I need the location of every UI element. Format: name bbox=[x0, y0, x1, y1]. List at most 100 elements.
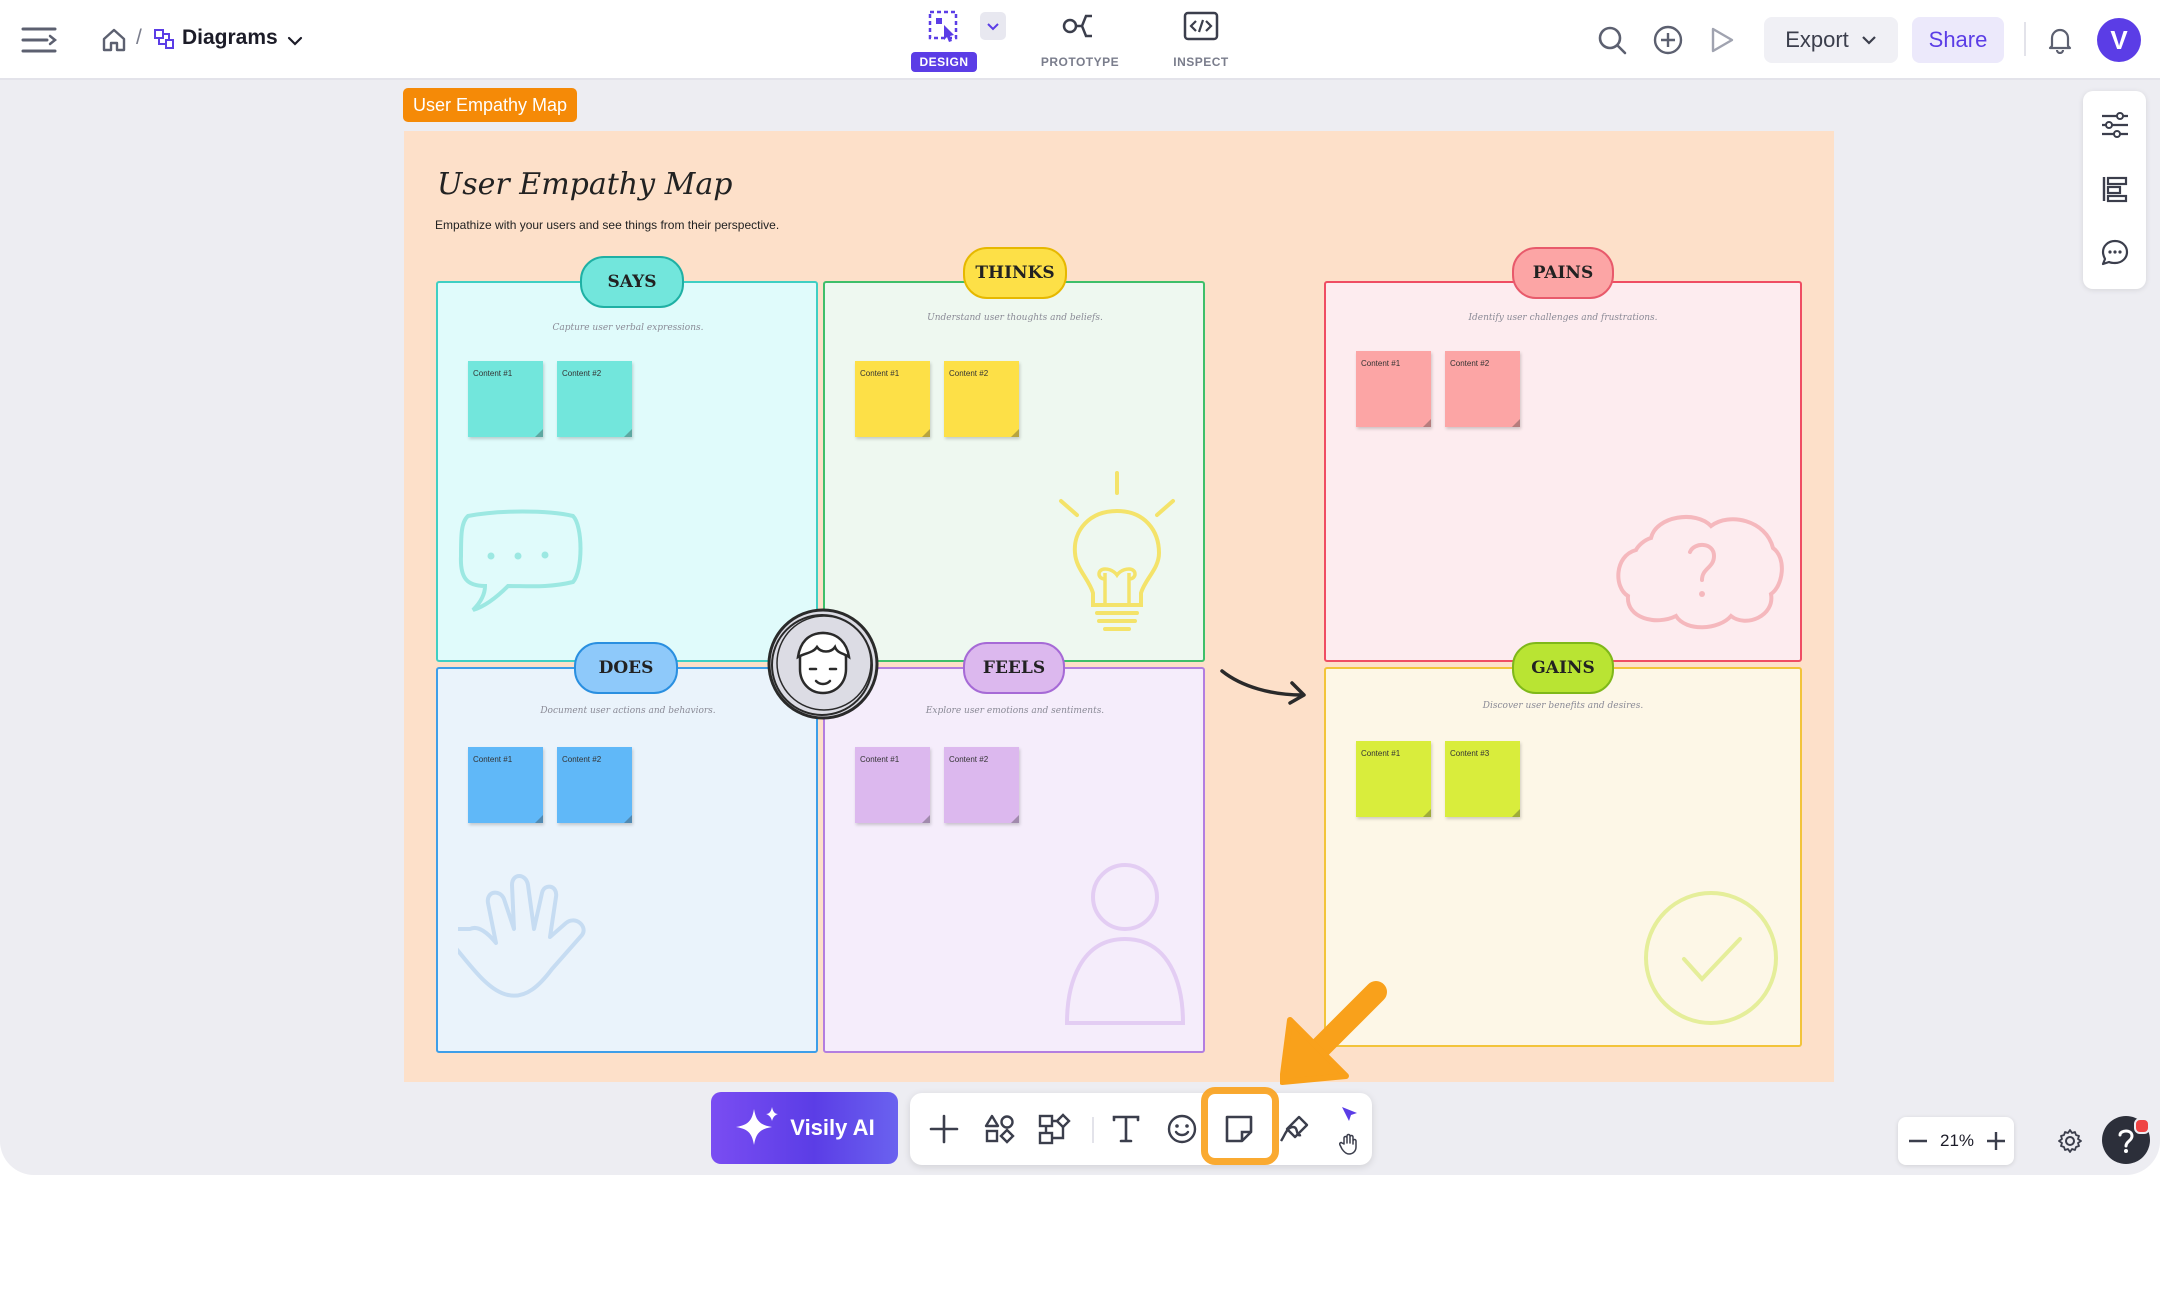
sticky-note-text: Content #1 bbox=[1361, 749, 1401, 758]
tab-design[interactable]: DESIGN bbox=[889, 8, 999, 74]
tab-inspect[interactable]: INSPECT bbox=[1146, 8, 1256, 74]
sticky-note[interactable]: Content #1 bbox=[1356, 351, 1431, 427]
emoji-icon[interactable] bbox=[1158, 1105, 1206, 1153]
lightbulb-icon bbox=[1059, 471, 1175, 631]
person-icon bbox=[1064, 863, 1186, 1025]
user-face-icon[interactable] bbox=[762, 603, 884, 725]
board-subtitle: Empathize with your users and see things… bbox=[435, 218, 780, 232]
add-circle-icon[interactable] bbox=[1650, 22, 1686, 58]
hand-icon[interactable] bbox=[1336, 1131, 1362, 1157]
visily-ai-button[interactable]: Visily AI bbox=[711, 1092, 898, 1164]
tab-inspect-label: INSPECT bbox=[1173, 55, 1229, 69]
sticky-note-text: Content #1 bbox=[860, 369, 900, 378]
select-icon[interactable] bbox=[1336, 1101, 1362, 1127]
layers-icon[interactable] bbox=[2097, 171, 2133, 207]
sticky-note[interactable]: Content #1 bbox=[468, 747, 543, 823]
sticky-note[interactable]: Content #2 bbox=[557, 747, 632, 823]
sticky-note-text: Content #1 bbox=[1361, 359, 1401, 368]
flow-arrow-icon bbox=[1220, 669, 1306, 705]
search-icon[interactable] bbox=[1594, 22, 1630, 58]
project-name[interactable]: Diagrams bbox=[182, 26, 278, 49]
right-side-panel bbox=[2083, 91, 2146, 289]
empathy-map-board[interactable]: User Empathy Map Empathize with your use… bbox=[404, 131, 1834, 1082]
play-icon[interactable] bbox=[1704, 22, 1740, 58]
pains-hint: Identify user challenges and frustration… bbox=[1468, 313, 1658, 323]
frame-tag[interactable]: User Empathy Map bbox=[403, 88, 578, 122]
help-icon[interactable] bbox=[2102, 1116, 2150, 1164]
does-hint: Document user actions and behaviors. bbox=[540, 706, 716, 716]
sticky-note-text: Content #2 bbox=[1450, 359, 1490, 368]
quadrant-gains[interactable]: Discover user benefits and desires. Cont… bbox=[1324, 667, 1802, 1047]
zoom-level[interactable]: 21% bbox=[1939, 1131, 1975, 1150]
chevron-down-icon[interactable] bbox=[284, 30, 306, 52]
gains-hint: Discover user benefits and desires. bbox=[1482, 701, 1644, 711]
notification-dot bbox=[2134, 1118, 2150, 1134]
label-does[interactable]: DOES bbox=[574, 642, 678, 694]
says-hint: Capture user verbal expressions. bbox=[552, 323, 704, 333]
quadrant-feels[interactable]: Explore user emotions and sentiments. Co… bbox=[823, 667, 1205, 1053]
sticky-note-text: Content #1 bbox=[473, 369, 513, 378]
avatar-letter: V bbox=[2110, 24, 2128, 55]
bell-icon[interactable] bbox=[2044, 24, 2076, 56]
label-says[interactable]: SAYS bbox=[580, 256, 684, 308]
board-title: User Empathy Map bbox=[437, 167, 733, 202]
text-icon[interactable] bbox=[1102, 1105, 1150, 1153]
zoom-control: 21% bbox=[1898, 1117, 2014, 1165]
divider bbox=[2024, 22, 2026, 56]
sticky-note[interactable]: Content #3 bbox=[1445, 741, 1520, 817]
sticky-note-text: Content #2 bbox=[562, 755, 602, 764]
export-chevron-icon bbox=[1862, 36, 1876, 45]
comment-icon[interactable] bbox=[2097, 235, 2133, 271]
diagram-file-icon bbox=[152, 27, 176, 51]
quadrant-says[interactable]: Capture user verbal expressions. Content… bbox=[436, 281, 818, 662]
sticky-note[interactable]: Content #1 bbox=[855, 747, 930, 823]
canvas-settings-gear-icon[interactable] bbox=[2054, 1125, 2086, 1157]
sticky-note[interactable]: Content #1 bbox=[468, 361, 543, 437]
pen-icon[interactable] bbox=[1270, 1105, 1318, 1153]
code-icon bbox=[1183, 11, 1219, 41]
sticky-note-text: Content #1 bbox=[473, 755, 513, 764]
sticky-note[interactable]: Content #2 bbox=[944, 747, 1019, 823]
share-label: Share bbox=[1928, 27, 1988, 52]
label-thinks[interactable]: THINKS bbox=[963, 247, 1067, 299]
quadrant-does[interactable]: Document user actions and behaviors. Con… bbox=[436, 667, 818, 1053]
sticky-note[interactable]: Content #1 bbox=[1356, 741, 1431, 817]
sticky-note[interactable]: Content #2 bbox=[944, 361, 1019, 437]
label-gains[interactable]: GAINS bbox=[1512, 642, 1614, 694]
speech-bubble-icon bbox=[458, 509, 583, 612]
export-label: Export bbox=[1785, 27, 1849, 52]
tab-prototype[interactable]: PROTOTYPE bbox=[1025, 8, 1135, 74]
breadcrumb-separator: / bbox=[136, 26, 142, 49]
settings-sliders-icon[interactable] bbox=[2097, 107, 2133, 143]
sticky-note-text: Content #2 bbox=[949, 369, 989, 378]
shapes-icon[interactable] bbox=[976, 1105, 1024, 1153]
thinks-hint: Understand user thoughts and beliefs. bbox=[927, 313, 1103, 323]
sparkle-icon bbox=[736, 1107, 779, 1145]
add-icon[interactable] bbox=[920, 1105, 968, 1153]
sticky-note-text: Content #2 bbox=[949, 755, 989, 764]
pointer-arrow-icon bbox=[1280, 981, 1387, 1085]
flowchart-icon[interactable] bbox=[1032, 1105, 1080, 1153]
menu-icon[interactable] bbox=[18, 20, 62, 60]
quadrant-pains[interactable]: Identify user challenges and frustration… bbox=[1324, 281, 1802, 662]
prototype-icon bbox=[1062, 14, 1092, 38]
avatar[interactable]: V bbox=[2097, 18, 2141, 62]
label-pains[interactable]: PAINS bbox=[1512, 247, 1614, 299]
sticky-note[interactable]: Content #2 bbox=[557, 361, 632, 437]
sticky-note[interactable]: Content #1 bbox=[855, 361, 930, 437]
sticky-note[interactable]: Content #2 bbox=[1445, 351, 1520, 427]
toolbar-divider bbox=[1092, 1117, 1094, 1143]
share-button[interactable]: Share bbox=[1912, 17, 2004, 63]
zoom-in-icon[interactable] bbox=[1982, 1127, 2010, 1155]
zoom-out-icon[interactable] bbox=[1904, 1127, 1932, 1155]
label-feels[interactable]: FEELS bbox=[963, 642, 1065, 694]
sticky-note-icon[interactable] bbox=[1215, 1105, 1263, 1153]
design-dropdown-chevron-icon[interactable] bbox=[980, 12, 1006, 40]
checkmark-circle-icon bbox=[1644, 891, 1778, 1025]
export-button[interactable]: Export bbox=[1764, 17, 1898, 63]
tab-design-label: DESIGN bbox=[911, 52, 977, 72]
design-icon bbox=[928, 10, 958, 42]
hand-drawing-icon bbox=[458, 874, 586, 998]
tool-bar bbox=[910, 1093, 1372, 1165]
home-icon[interactable] bbox=[98, 24, 130, 56]
